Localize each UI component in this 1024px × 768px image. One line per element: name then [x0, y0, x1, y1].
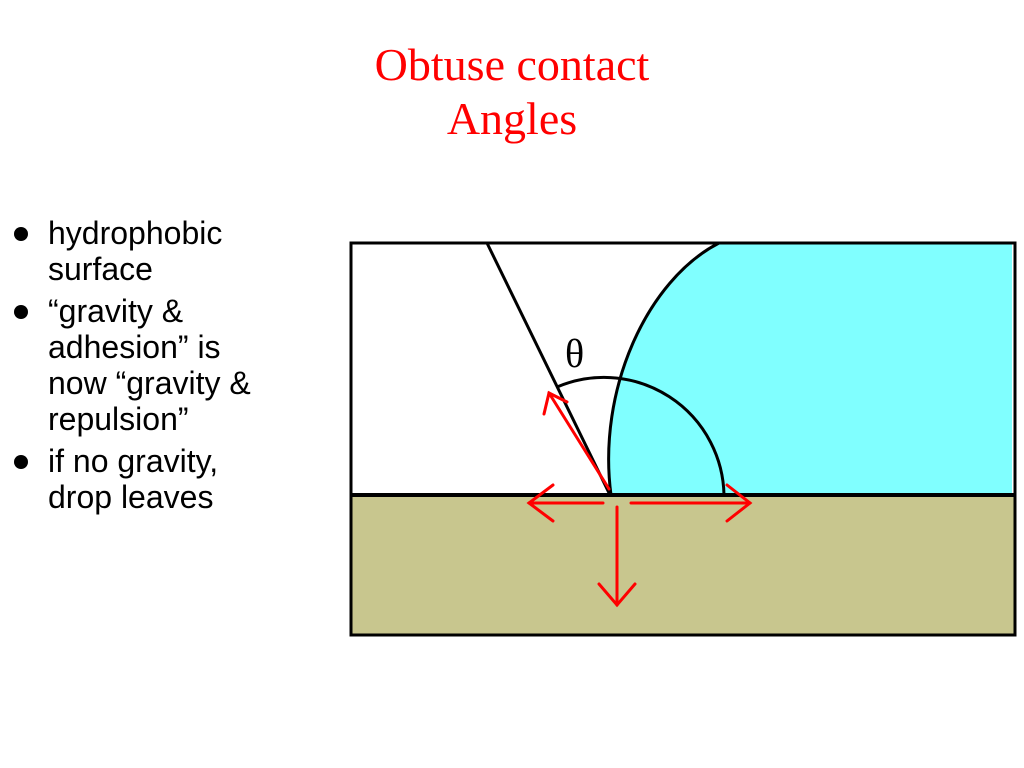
bullet-text: adhesion” is	[48, 329, 221, 365]
drop-outline	[607, 241, 720, 496]
bullet-dot-icon	[14, 227, 28, 241]
contact-angle-arc	[556, 375, 726, 496]
bullet-text: “gravity &	[48, 293, 184, 329]
bullet-list: hydrophobic surface “gravity & adhesion”…	[0, 215, 330, 521]
bullet-text: if no gravity,	[48, 443, 219, 479]
right-force-arrow	[629, 483, 753, 523]
down-force-arrow	[597, 505, 637, 608]
bullet-dot-icon	[14, 305, 28, 319]
tangent-line	[485, 242, 612, 496]
slide-title-line-2: Angles	[446, 93, 578, 144]
left-force-arrow	[526, 483, 605, 523]
bullet-item-gravity-repulsion: “gravity & adhesion” is now “gravity & r…	[0, 293, 330, 437]
bullet-item-hydrophobic: hydrophobic surface	[0, 215, 330, 287]
solid-substrate	[351, 495, 1015, 635]
bullet-text: surface	[48, 251, 153, 287]
tangent-force-arrow	[542, 390, 611, 491]
force-arrows	[526, 390, 753, 608]
bullet-text: repulsion”	[48, 401, 189, 437]
bullet-text: drop leaves	[48, 479, 214, 515]
bullet-item-drop-leaves: if no gravity, drop leaves	[0, 443, 330, 515]
slide-title-line-1: Obtuse contact	[374, 39, 650, 90]
bullet-dot-icon	[14, 455, 28, 469]
diagram-frame	[349, 241, 1017, 637]
angle-theta-label: θ	[565, 331, 584, 376]
bullet-text: hydrophobic	[48, 215, 223, 251]
contact-angle-diagram: θ	[349, 241, 1017, 637]
liquid-drop	[608, 243, 1012, 495]
slide-title: Obtuse contact Angles	[262, 38, 762, 146]
bullet-text: now “gravity &	[48, 365, 251, 401]
